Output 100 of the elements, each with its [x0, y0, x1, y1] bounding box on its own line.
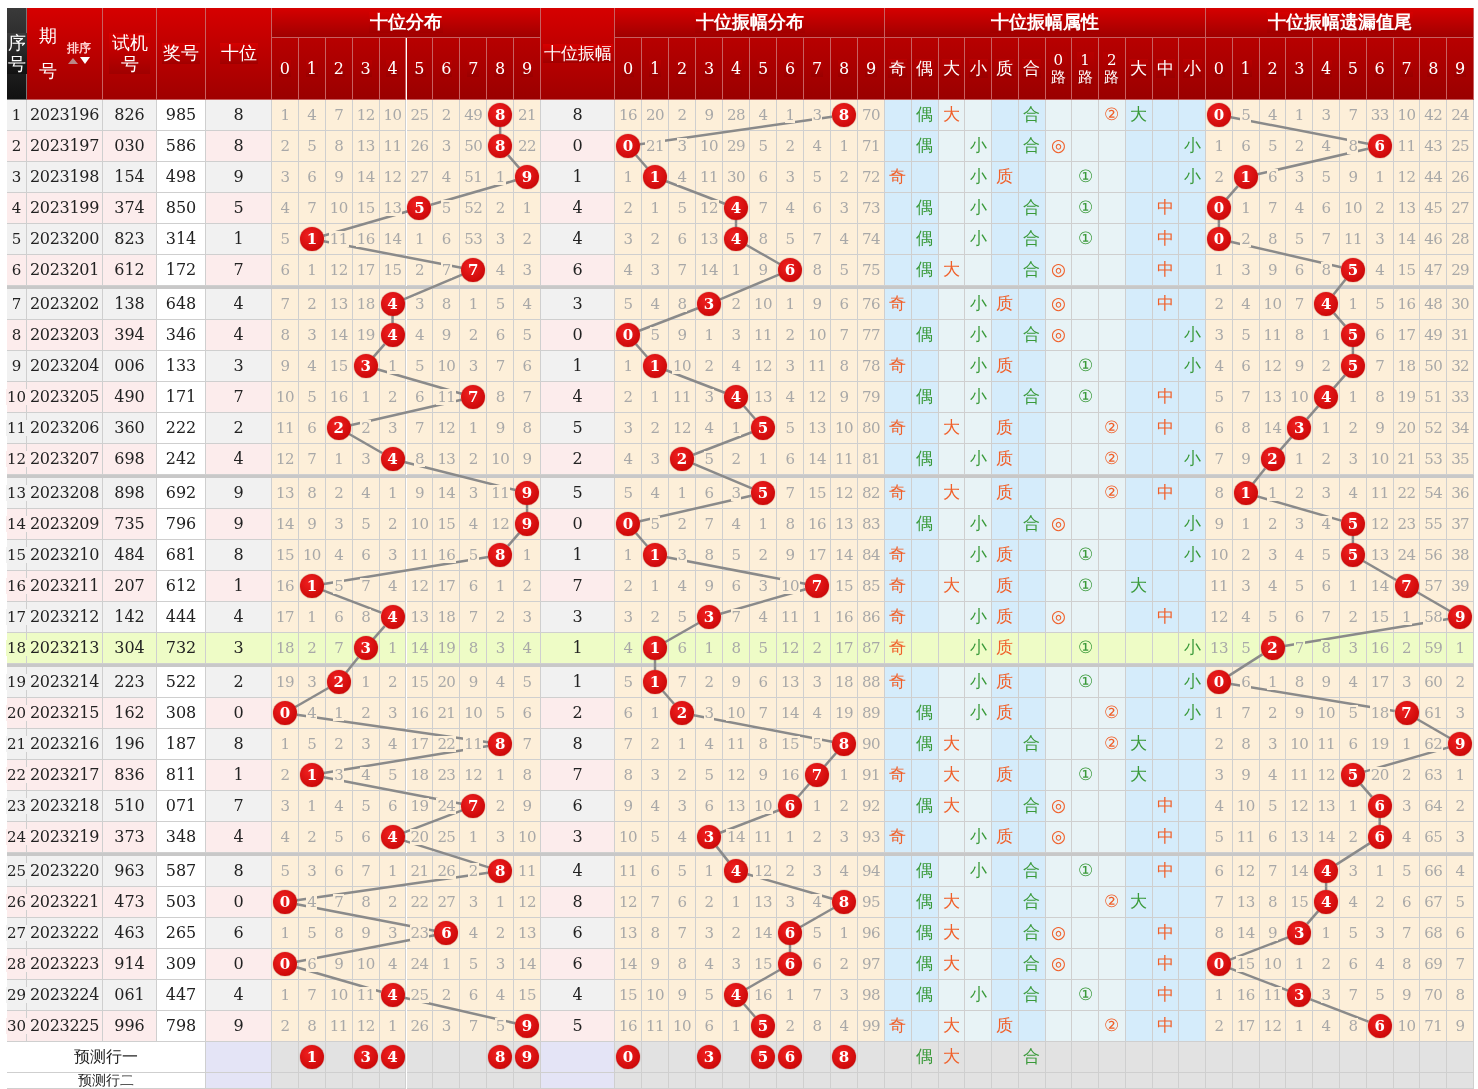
table-cell: 1 — [750, 444, 777, 475]
table-cell: 7 — [1447, 949, 1474, 980]
table-cell: 3 — [1259, 729, 1287, 760]
table-cell: 3 — [723, 949, 750, 980]
table-cell: 2023200 — [27, 224, 103, 255]
table-cell: 1 — [1340, 571, 1367, 602]
table-cell: 98 — [858, 980, 885, 1011]
table-cell: 10 — [1259, 949, 1287, 980]
table-cell: 4 — [1313, 509, 1340, 540]
header-cell: 2 — [669, 38, 696, 100]
table-cell: 1 — [514, 193, 541, 224]
table-cell: 9 — [615, 791, 642, 822]
table-cell: 4 — [433, 162, 461, 193]
table-cell: 15 — [325, 351, 353, 382]
table-cell: 8 — [298, 1011, 326, 1042]
table-cell: 小 — [965, 698, 992, 729]
table-cell: 10 — [696, 131, 723, 162]
table-cell: 2 — [696, 351, 723, 382]
table-cell: 5 — [723, 540, 750, 571]
table-cell: 11 — [642, 1011, 669, 1042]
table-cell: 3 — [615, 413, 642, 444]
table-cell: 3 — [206, 633, 272, 664]
table-cell: 13 — [1313, 791, 1340, 822]
table-cell: 3 — [1366, 224, 1394, 255]
table-cell: 4 — [804, 698, 831, 729]
table-cell: 2023212 — [27, 602, 103, 633]
table-cell: ② — [1099, 444, 1126, 475]
table-cell: 6 — [298, 162, 326, 193]
table-cell: 7 — [298, 193, 326, 224]
table-cell: 中 — [1152, 413, 1180, 444]
table-cell: 中 — [1152, 289, 1180, 320]
table-cell: 1 — [669, 729, 696, 760]
table-cell: 9 — [272, 351, 299, 382]
table-cell: ◎ — [1045, 791, 1073, 822]
table-cell: 16 — [750, 980, 777, 1011]
table-cell: 2 — [379, 667, 407, 698]
table-cell: 偶 — [911, 131, 939, 162]
table-cell: 91 — [858, 760, 885, 791]
table-cell: 22 — [514, 131, 541, 162]
table-cell: 小 — [965, 351, 992, 382]
table-cell: 4 — [206, 822, 272, 853]
table-cell: 合 — [1018, 729, 1046, 760]
table-cell: 6 — [1286, 602, 1314, 633]
table-cell: 473 — [103, 887, 157, 918]
header-cell: 偶 — [911, 38, 939, 100]
table-cell: 4 — [1259, 571, 1287, 602]
table-cell: 10 — [615, 822, 642, 853]
table-cell: 28 — [723, 100, 750, 131]
table-cell: 309 — [157, 949, 206, 980]
table-cell: 14 — [1313, 822, 1340, 853]
table-cell: 1 — [1313, 320, 1340, 351]
table-cell: 1 — [750, 509, 777, 540]
table-cell: 10 — [642, 980, 669, 1011]
table-cell: 12 — [460, 760, 488, 791]
table-cell: 49 — [1420, 320, 1448, 351]
table-cell: ① — [1072, 224, 1099, 255]
table-cell: 2 — [325, 729, 353, 760]
table-cell: 13 — [433, 444, 461, 475]
table-cell: 13 — [696, 224, 723, 255]
table-cell: 小 — [1179, 509, 1206, 540]
table-cell: 偶 — [911, 193, 939, 224]
table-cell: 24 — [406, 949, 434, 980]
table-cell: 7 — [696, 509, 723, 540]
trend-line — [294, 686, 329, 709]
table-cell: 34 — [1447, 413, 1474, 444]
table-cell: 8 — [487, 382, 515, 413]
header-cell: 0 — [272, 38, 299, 100]
table-cell: 预测行一 — [7, 1042, 206, 1073]
trend-line — [1306, 910, 1320, 925]
table-cell: 25 — [433, 822, 461, 853]
table-cell: 11 — [1393, 131, 1421, 162]
table-cell: 9 — [777, 540, 804, 571]
table-cell: 8 — [541, 100, 615, 131]
table-cell: 2023216 — [27, 729, 103, 760]
table-cell: 9 — [1286, 698, 1314, 729]
table-cell: 56 — [1420, 540, 1448, 571]
table-cell: 2 — [1393, 633, 1421, 664]
table-cell: 19 — [352, 320, 380, 351]
table-cell: 11 — [1366, 478, 1394, 509]
table-cell: 75 — [858, 255, 885, 286]
table-cell: 5 — [1447, 887, 1474, 918]
table-cell: 207 — [103, 571, 157, 602]
table-cell: 16 — [1232, 980, 1260, 1011]
table-cell: 15 — [831, 571, 858, 602]
table-cell: 5 — [615, 478, 642, 509]
table-cell: 9 — [206, 162, 272, 193]
table-cell: 1 — [831, 918, 858, 949]
table-cell: 11 — [514, 856, 541, 887]
table-cell: 16 — [615, 1011, 642, 1042]
table-cell: 2023219 — [27, 822, 103, 853]
table-cell: 11 — [1340, 224, 1367, 255]
table-cell: 1 — [669, 478, 696, 509]
table-cell: 92 — [858, 791, 885, 822]
table-cell: 2 — [206, 667, 272, 698]
table-cell: 17 — [831, 633, 858, 664]
table-cell: 2 — [1447, 791, 1474, 822]
table-cell: 4 — [696, 413, 723, 444]
table-cell: 8 — [7, 320, 27, 351]
table-cell: 2023198 — [27, 162, 103, 193]
table-cell: 4 — [615, 444, 642, 475]
